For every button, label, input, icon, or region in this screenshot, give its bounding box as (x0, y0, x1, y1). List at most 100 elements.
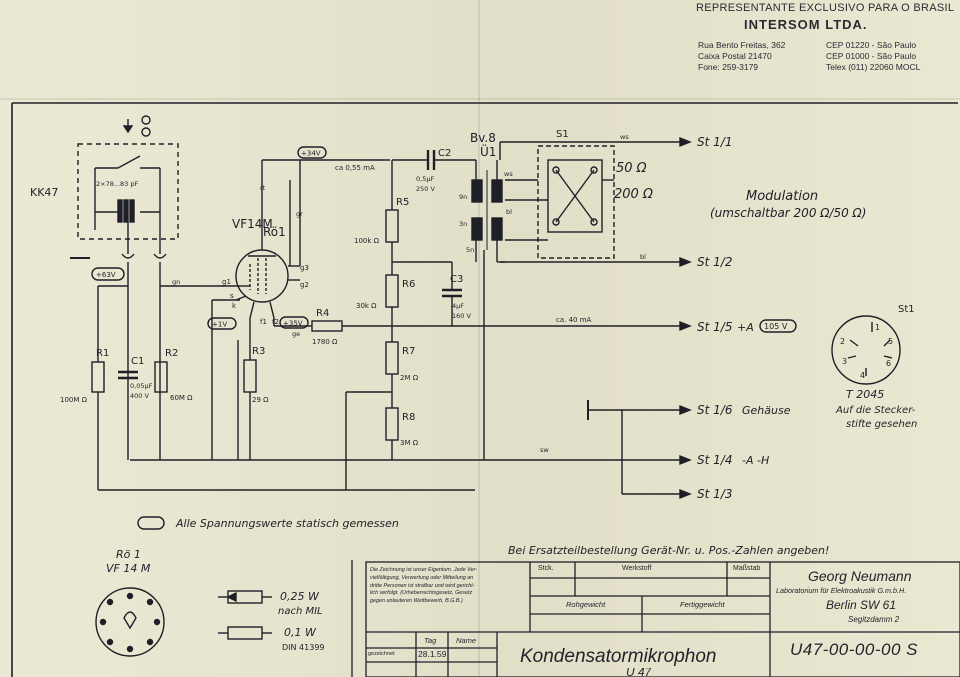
c2-label: C2 (438, 148, 451, 159)
r1-label: R1 (96, 348, 109, 359)
werkstoff-label: Werkstoff (622, 565, 652, 572)
connector-pin-4: 4 (860, 371, 865, 380)
legend-res-025-b: nach MIL (278, 606, 323, 617)
r1-value: 100M Ω (60, 396, 88, 404)
capsule-kk47 (70, 115, 179, 259)
address-line: Rua Bento Freitas, 362 (698, 40, 786, 50)
massstab-label: Maßstab (733, 565, 761, 572)
connector-note-1: Auf die Stecker- (835, 405, 916, 416)
address-line: Caixa Postal 21470 (698, 51, 772, 61)
c3-value-cap: 4μF (452, 302, 464, 310)
terminal-st14: St 1/4 (697, 453, 732, 467)
winding-9n: 9n (459, 193, 467, 201)
current-anode: ca 0,55 mA (335, 164, 375, 172)
terminal-st13: St 1/3 (697, 487, 732, 501)
capacitor-c2 (392, 150, 477, 180)
r4-value: 1780 Ω (312, 338, 338, 346)
drawing-subtitle: U 47 (626, 668, 652, 677)
tube-pin-g2: g2 (300, 281, 309, 289)
winding-ws: ws (504, 170, 513, 178)
paper-fold-horizontal (0, 98, 960, 100)
legend-resistor-025w (218, 590, 272, 604)
resistor-r3 (243, 359, 257, 393)
terminal-st12: St 1/2 (697, 255, 732, 269)
c1-label: C1 (131, 356, 144, 367)
wire-label-gn: gn (172, 278, 180, 286)
terminal-st15-desc: +A (737, 321, 754, 334)
connector-st1 (831, 315, 901, 385)
legend-tube-ref: Rö 1 (116, 548, 141, 561)
r8-label: R8 (402, 412, 415, 423)
r6-label: R6 (402, 279, 415, 290)
capacitor-c3 (442, 288, 462, 326)
legend-tube-type: VF 14 M (106, 562, 151, 575)
drawing-number: U47-00-00-00 S (790, 640, 918, 659)
rohgewicht-label: Rohgewicht (566, 600, 606, 609)
legend-resistor-01w (218, 626, 272, 640)
voltage-bubble-supply (759, 319, 797, 333)
winding-5n: 5n (466, 246, 474, 254)
address-right: CEP 01220 - São Paulo CEP 01000 - São Pa… (826, 40, 920, 73)
resistor-r4 (310, 320, 392, 332)
address-line: CEP 01220 - São Paulo (826, 40, 917, 50)
legend-voltage-symbol (137, 516, 165, 530)
r5-label: R5 (396, 197, 409, 208)
modulation-subtitle: (umschaltbar 200 Ω/50 Ω) (710, 206, 866, 220)
c3-label: C3 (450, 274, 463, 285)
wire-label-ge: ge (292, 330, 300, 338)
r4-label: R4 (316, 308, 329, 319)
r2-label: R2 (165, 348, 178, 359)
stck-label: Stck. (538, 565, 554, 572)
r8-value: 3M Ω (400, 439, 419, 447)
resistor-ladder (345, 160, 453, 490)
voltage-anode: +34V (301, 150, 321, 158)
copyright-notice: Die Zeichnung ist unser Eigentum. Jede V… (370, 567, 477, 606)
voltage-k: +1V (212, 321, 227, 329)
capsule-capacitance: 2×78...83 pF (96, 180, 139, 188)
winding-bl: bl (506, 208, 512, 216)
wire-label-rt: rt (260, 184, 266, 192)
connector-pin-2: 2 (840, 337, 845, 346)
tube-pin-f2: f2 (272, 318, 279, 326)
copyright-line: Die Zeichnung ist unser Eigentum. Jede V… (370, 567, 477, 573)
wire-label-ws: ws (620, 133, 629, 141)
modulation-title: Modulation (746, 189, 818, 204)
wire-label-gr: gr (296, 210, 303, 218)
address-line: Fone: 259-3179 (698, 62, 759, 72)
connector-pin-1: 1 (875, 323, 880, 332)
drawing-frame (11, 102, 958, 677)
voltage-bubble-anode (297, 146, 327, 159)
paper-fold (478, 0, 480, 677)
connector-pin-6: 6 (886, 359, 891, 368)
copyright-line: vielfältigung, Verwertung oder Mitteilun… (370, 574, 474, 581)
r7-label: R7 (402, 346, 415, 357)
voltage-bubble-g1 (91, 267, 125, 281)
firm-subtitle: Laboratorium für Elektroakustik G.m.b.H. (776, 586, 907, 595)
winding-3n: 3n (459, 220, 467, 228)
tube-pin-k: k (232, 302, 237, 310)
copyright-line: lich verfolgt. (Urheberrechtsgesetz, Ges… (370, 590, 473, 597)
r5-value: 100k Ω (354, 237, 380, 245)
gezeichnet-label: gezeichnet (368, 651, 395, 657)
resistor-r2 (154, 361, 168, 393)
address-left: Rua Bento Freitas, 362 Caixa Postal 2147… (698, 40, 785, 73)
capacitor-c1 (118, 370, 138, 380)
wire-label-sw: sw (540, 446, 549, 454)
drawn-date: 28.1.59 (418, 649, 447, 659)
terminal-arrows (679, 136, 692, 500)
c3-value-voltage: 160 V (452, 312, 471, 320)
transformer-type: Bv.8 (470, 131, 496, 145)
capsule-label: KK47 (30, 186, 58, 199)
resistor-r1 (91, 361, 105, 393)
r7-value: 2M Ω (400, 374, 419, 382)
connector-pin-3: 3 (842, 357, 847, 366)
r6-value: 30k Ω (356, 302, 377, 310)
r3-label: R3 (252, 346, 265, 357)
terminal-st16: St 1/6 (697, 403, 733, 417)
voltage-g2: +35V (283, 320, 303, 328)
name-label: Name (456, 636, 477, 645)
connector-note-2: stifte gesehen (846, 419, 917, 430)
c1-value-cap: 0,05μF (130, 382, 153, 390)
switch-50ohm: 50 Ω (616, 161, 647, 176)
